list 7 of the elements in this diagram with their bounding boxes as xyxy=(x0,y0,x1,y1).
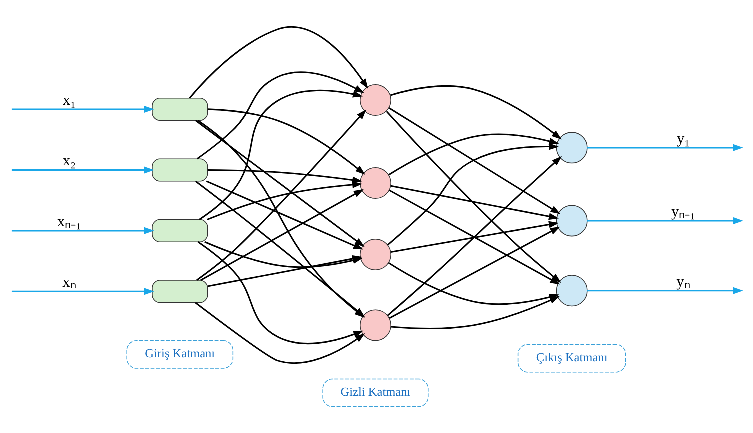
edge-label: x₂ xyxy=(62,152,76,170)
edge-label: y₁ xyxy=(677,130,690,147)
edge-label: yₙ xyxy=(676,272,690,290)
edge-label: xₙ₋₁ xyxy=(57,212,82,230)
edge-label: yₙ₋₁ xyxy=(672,202,696,220)
edge-label: x₁ xyxy=(62,91,76,108)
edge-label: xₙ xyxy=(62,274,76,291)
